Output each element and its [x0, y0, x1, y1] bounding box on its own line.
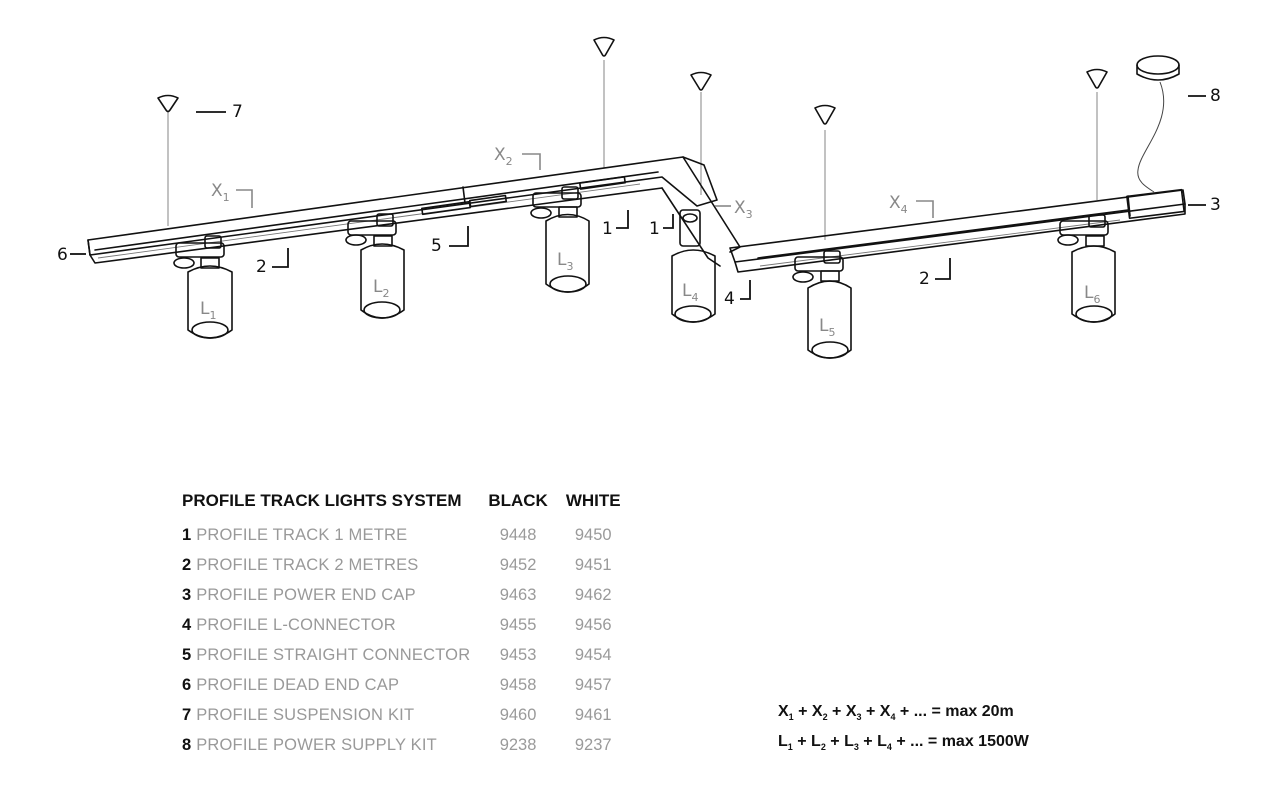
code-black: 9238 — [499, 735, 537, 754]
length-formula: X1 + X2 + X3 + X4 + ... = max 20m — [778, 703, 1014, 723]
table-row: 6 PROFILE DEAD END CAP 9458 9457 — [182, 670, 621, 700]
part-name: PROFILE TRACK 2 METRES — [196, 555, 419, 574]
part-number: 5 — [182, 645, 192, 664]
part-name: PROFILE SUSPENSION KIT — [196, 705, 415, 724]
code-black: 9463 — [499, 585, 537, 604]
table-row: 3 PROFILE POWER END CAP 9463 9462 — [182, 580, 621, 610]
code-white: 9454 — [574, 645, 612, 664]
callout-4: 4 — [724, 289, 735, 309]
part-number: 8 — [182, 735, 192, 754]
track-system-diagram: L1 L2 L3 L4 L5 L6 X1 X2 X3 X4 7 6 2 5 1 … — [57, 36, 1221, 359]
table-row: 1 PROFILE TRACK 1 METRE 9448 9450 — [182, 520, 621, 550]
callout-marks: 7 6 2 5 1 1 4 2 3 8 — [57, 86, 1221, 309]
code-black: 9453 — [499, 645, 537, 664]
callout-5: 5 — [431, 236, 442, 256]
code-black: 9460 — [499, 705, 537, 724]
code-white: 9237 — [574, 735, 612, 754]
table-title: PROFILE TRACK LIGHTS SYSTEM — [182, 491, 462, 510]
code-white: 9462 — [574, 585, 612, 604]
callout-2-right: 2 — [919, 269, 930, 289]
column-black: BLACK — [488, 491, 548, 510]
suspension-kit-icon — [157, 36, 1108, 125]
part-name: PROFILE POWER SUPPLY KIT — [196, 735, 437, 754]
section-label-4: X4 — [889, 193, 908, 216]
part-name: PROFILE POWER END CAP — [196, 585, 416, 604]
table-row: 8 PROFILE POWER SUPPLY KIT 9238 9237 — [182, 730, 621, 760]
part-name: PROFILE L-CONNECTOR — [196, 615, 396, 634]
code-black: 9455 — [499, 615, 537, 634]
lamp-label-3: L3 — [557, 250, 573, 273]
part-number: 4 — [182, 615, 192, 634]
part-name: PROFILE STRAIGHT CONNECTOR — [196, 645, 471, 664]
track-profile — [87, 156, 1186, 273]
spot-lamp-icon — [173, 186, 1116, 359]
code-black: 9458 — [499, 675, 537, 694]
code-white: 9457 — [574, 675, 612, 694]
power-formula: L1 + L2 + L3 + L4 + ... = max 1500W — [778, 733, 1029, 753]
part-number: 1 — [182, 525, 192, 544]
section-label-2: X2 — [494, 145, 513, 168]
code-black: 9448 — [499, 525, 537, 544]
code-white: 9456 — [574, 615, 612, 634]
part-number: 3 — [182, 585, 192, 604]
code-white: 9450 — [574, 525, 612, 544]
lamp-label-6: L6 — [1084, 283, 1100, 306]
lamp-label-5: L5 — [819, 316, 835, 339]
callout-2-left: 2 — [256, 257, 267, 277]
lamp-label-4: L4 — [682, 281, 698, 304]
callout-3: 3 — [1210, 195, 1221, 215]
section-label-3: X3 — [734, 198, 753, 221]
table-row: 4 PROFILE L-CONNECTOR 9455 9456 — [182, 610, 621, 640]
part-name: PROFILE DEAD END CAP — [196, 675, 400, 694]
part-number: 7 — [182, 705, 192, 724]
section-label-1: X1 — [211, 181, 230, 204]
part-number: 2 — [182, 555, 192, 574]
table-row: 5 PROFILE STRAIGHT CONNECTOR 9453 9454 — [182, 640, 621, 670]
lamp-label-1: L1 — [200, 299, 216, 322]
callout-1-left: 1 — [602, 219, 613, 239]
table-row: 2 PROFILE TRACK 2 METRES 9452 9451 — [182, 550, 621, 580]
code-white: 9451 — [574, 555, 612, 574]
lamp-label-2: L2 — [373, 277, 389, 300]
callout-1-right: 1 — [649, 219, 660, 239]
part-name: PROFILE TRACK 1 METRE — [196, 525, 408, 544]
table-row: 7 PROFILE SUSPENSION KIT 9460 9461 — [182, 700, 621, 730]
part-number: 6 — [182, 675, 192, 694]
code-black: 9452 — [499, 555, 537, 574]
callout-6: 6 — [57, 245, 68, 265]
code-white: 9461 — [574, 705, 612, 724]
callout-8: 8 — [1210, 86, 1221, 106]
column-white: WHITE — [565, 491, 621, 510]
power-supply-canopy-icon — [1136, 55, 1180, 193]
callout-7: 7 — [232, 102, 243, 122]
table-header-row: PROFILE TRACK LIGHTS SYSTEM BLACK WHITE — [182, 490, 621, 520]
parts-table: PROFILE TRACK LIGHTS SYSTEM BLACK WHITE … — [182, 490, 621, 760]
